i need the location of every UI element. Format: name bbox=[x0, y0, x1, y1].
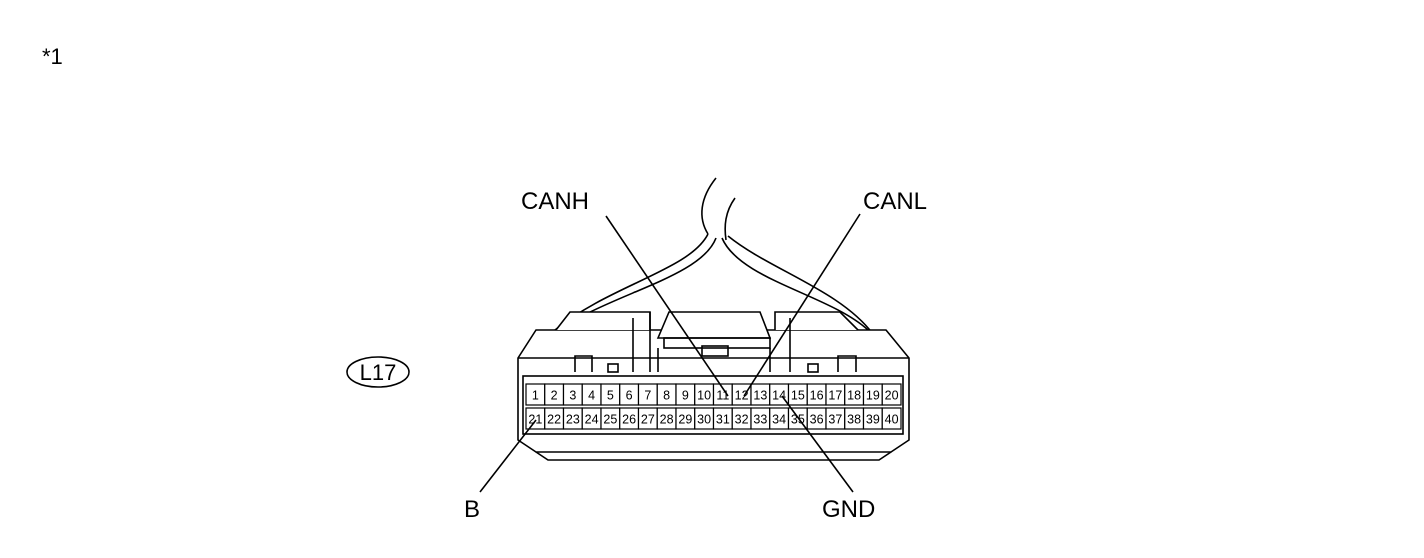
pin-number: 26 bbox=[622, 413, 636, 427]
pin-number: 33 bbox=[753, 413, 767, 427]
pin-number: 15 bbox=[791, 389, 805, 403]
pin-number: 23 bbox=[566, 413, 580, 427]
pin-number: 10 bbox=[697, 389, 711, 403]
canh-label: CANH bbox=[521, 188, 589, 215]
pin-number: 30 bbox=[697, 413, 711, 427]
b-leader bbox=[479, 419, 537, 493]
pin-number: 12 bbox=[735, 389, 749, 403]
pin-number: 22 bbox=[547, 413, 561, 427]
b-label: B bbox=[464, 496, 480, 523]
pin-number: 5 bbox=[607, 389, 614, 403]
pin-number: 9 bbox=[682, 389, 689, 403]
canh-leader bbox=[605, 215, 729, 397]
pin-number: 19 bbox=[866, 389, 880, 403]
pin-number: 31 bbox=[716, 413, 730, 427]
pin-number: 36 bbox=[810, 413, 824, 427]
pin-number: 28 bbox=[660, 413, 674, 427]
pin-cell bbox=[881, 383, 902, 406]
pin-number: 25 bbox=[603, 413, 617, 427]
pin-number: 13 bbox=[753, 389, 767, 403]
pin-number: 38 bbox=[847, 413, 861, 427]
connector-id-label: L17 bbox=[360, 360, 397, 385]
pin-number: 29 bbox=[678, 413, 692, 427]
figure-ref: *1 bbox=[42, 44, 63, 69]
pin-number: 18 bbox=[847, 389, 861, 403]
pin-number: 24 bbox=[585, 413, 599, 427]
pin-cell bbox=[881, 407, 902, 430]
pin-number: 37 bbox=[828, 413, 842, 427]
pin-number: 4 bbox=[588, 389, 595, 403]
pin-number: 34 bbox=[772, 413, 786, 427]
pin-number: 14 bbox=[772, 389, 786, 403]
pin-number: 8 bbox=[663, 389, 670, 403]
canl-leader bbox=[743, 213, 861, 397]
callout-leaders bbox=[479, 213, 861, 493]
pin-number: 2 bbox=[551, 389, 558, 403]
pin-number: 1 bbox=[532, 389, 539, 403]
pin-number: 6 bbox=[626, 389, 633, 403]
pin-number: 40 bbox=[885, 413, 899, 427]
canl-label: CANL bbox=[863, 188, 927, 215]
connector-id-badge: L17 bbox=[346, 356, 410, 388]
pin-number: 3 bbox=[569, 389, 576, 403]
pin-number: 39 bbox=[866, 413, 880, 427]
pin-number: 21 bbox=[528, 413, 542, 427]
pin-number: 27 bbox=[641, 413, 655, 427]
pin-number: 7 bbox=[644, 389, 651, 403]
gnd-leader bbox=[781, 395, 854, 493]
pin-number: 20 bbox=[885, 389, 899, 403]
pin-number: 16 bbox=[810, 389, 824, 403]
gnd-label: GND bbox=[822, 496, 875, 523]
pin-number: 32 bbox=[735, 413, 749, 427]
pin-number: 17 bbox=[828, 389, 842, 403]
